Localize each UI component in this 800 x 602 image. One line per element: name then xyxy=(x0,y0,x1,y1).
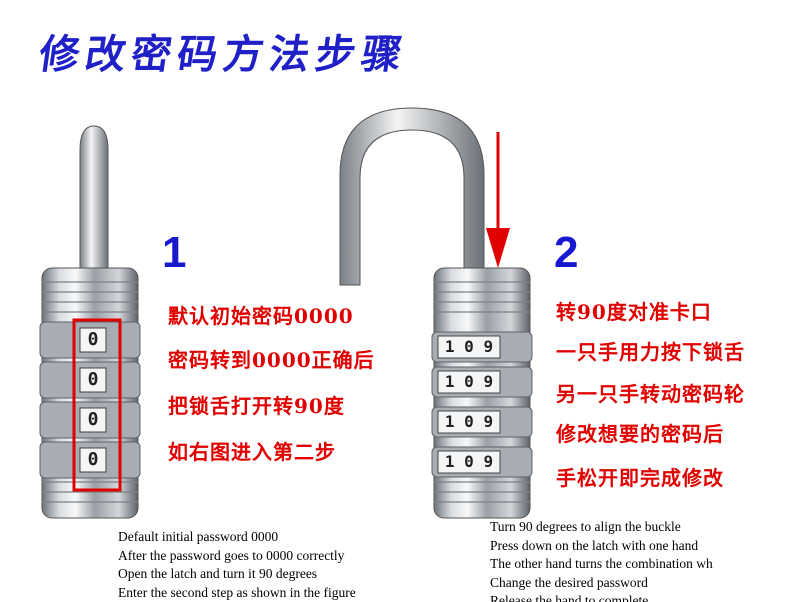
lock2-body xyxy=(431,267,533,519)
step1-en-line-2: After the password goes to 0000 correctl… xyxy=(118,547,345,563)
lock1-dial-4: 0 xyxy=(87,449,99,470)
step1-en-line-1: Default initial password 0000 xyxy=(118,529,279,544)
step1-en-line-3: Open the latch and turn it 90 degrees xyxy=(118,566,318,581)
lock2-shackle xyxy=(339,107,485,286)
arrow-down-icon xyxy=(486,132,510,268)
step2-cn-line-4: 修改想要的密码后 xyxy=(556,422,724,446)
step2-en-line-3: The other hand turns the combination wh xyxy=(490,556,713,571)
step1-cn-line-4: 如右图进入第二步 xyxy=(168,440,336,464)
lock1-dial-2: 0 xyxy=(87,369,99,390)
lock1-body xyxy=(39,267,141,519)
step1-number: 1 xyxy=(162,228,187,277)
step2-en-line-1: Turn 90 degrees to align the buckle xyxy=(490,519,681,534)
step2-cn-line-3: 另一只手转动密码轮 xyxy=(556,382,745,406)
step1-english-block: Default initial password 0000 After the … xyxy=(118,528,356,602)
step1-en-line-4: Enter the second step as shown in the fi… xyxy=(118,584,356,600)
lock2-dial-4: 1 0 9 xyxy=(444,452,494,471)
step2-en-line-2: Press down on the latch with one hand xyxy=(490,537,699,553)
lock2-dial-1: 1 0 9 xyxy=(444,337,494,356)
lock1-highlight-box xyxy=(72,318,122,492)
lock1-dial-1: 0 xyxy=(87,329,99,350)
lock2-dial-2: 1 0 9 xyxy=(444,372,494,391)
lock2-dial-3: 1 0 9 xyxy=(444,412,494,431)
step2-english-block: Turn 90 degrees to align the buckle Pres… xyxy=(490,518,800,602)
lock1-dial-3: 0 xyxy=(87,409,99,430)
step1-cn-line-2: 密码转到0000正确后 xyxy=(168,348,375,372)
step2-cn-line-5: 手松开即完成修改 xyxy=(556,466,724,490)
step2-en-line-4: Change the desired password xyxy=(490,574,648,590)
step2-cn-line-1: 转90度对准卡口 xyxy=(556,300,712,324)
step1-cn-line-1: 默认初始密码0000 xyxy=(168,304,354,328)
step2-cn-line-2: 一只手用力按下锁舌 xyxy=(556,340,745,364)
lock1-shackle xyxy=(79,125,109,276)
step2-number: 2 xyxy=(554,228,579,277)
step1-cn-line-3: 把锁舌打开转90度 xyxy=(168,394,345,418)
step2-en-line-5: Release the hand to complete xyxy=(490,593,649,602)
